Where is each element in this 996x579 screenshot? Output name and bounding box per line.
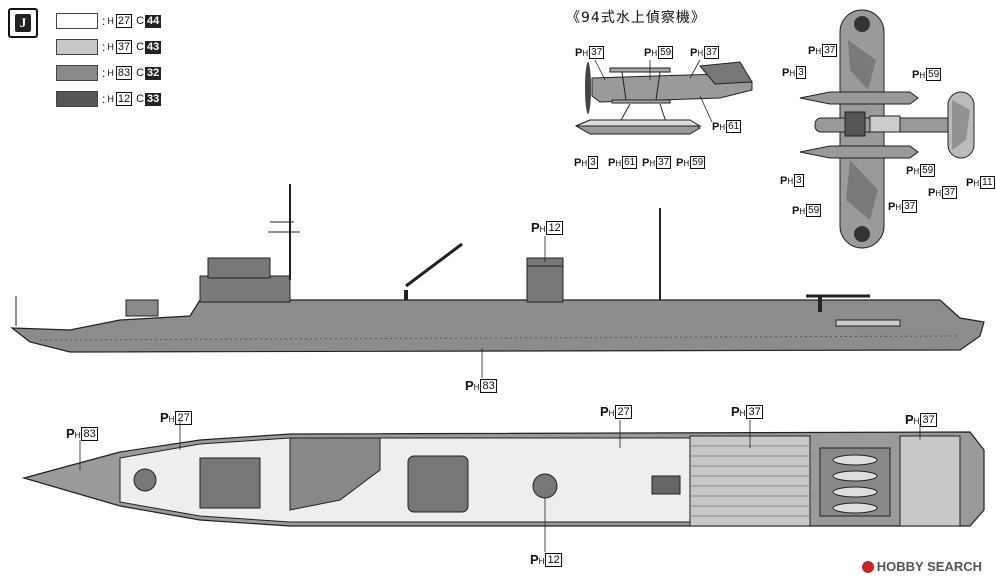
section-mark: J (8, 8, 38, 38)
plane-top-view (799, 9, 975, 249)
ship-side-profile (10, 184, 985, 353)
ship-top-view (21, 431, 985, 527)
hobbysearch-logo-icon (861, 560, 874, 573)
plane-side-view (574, 61, 753, 135)
leader-lines (79, 59, 921, 552)
legend-swatch (56, 65, 98, 81)
legend-swatch (56, 91, 98, 107)
watermark: HOBBY SEARCH (861, 559, 982, 574)
legend-swatch (56, 13, 98, 29)
legend-swatch (56, 39, 98, 55)
plane-title: 《94式水上偵察機》 (566, 10, 706, 26)
